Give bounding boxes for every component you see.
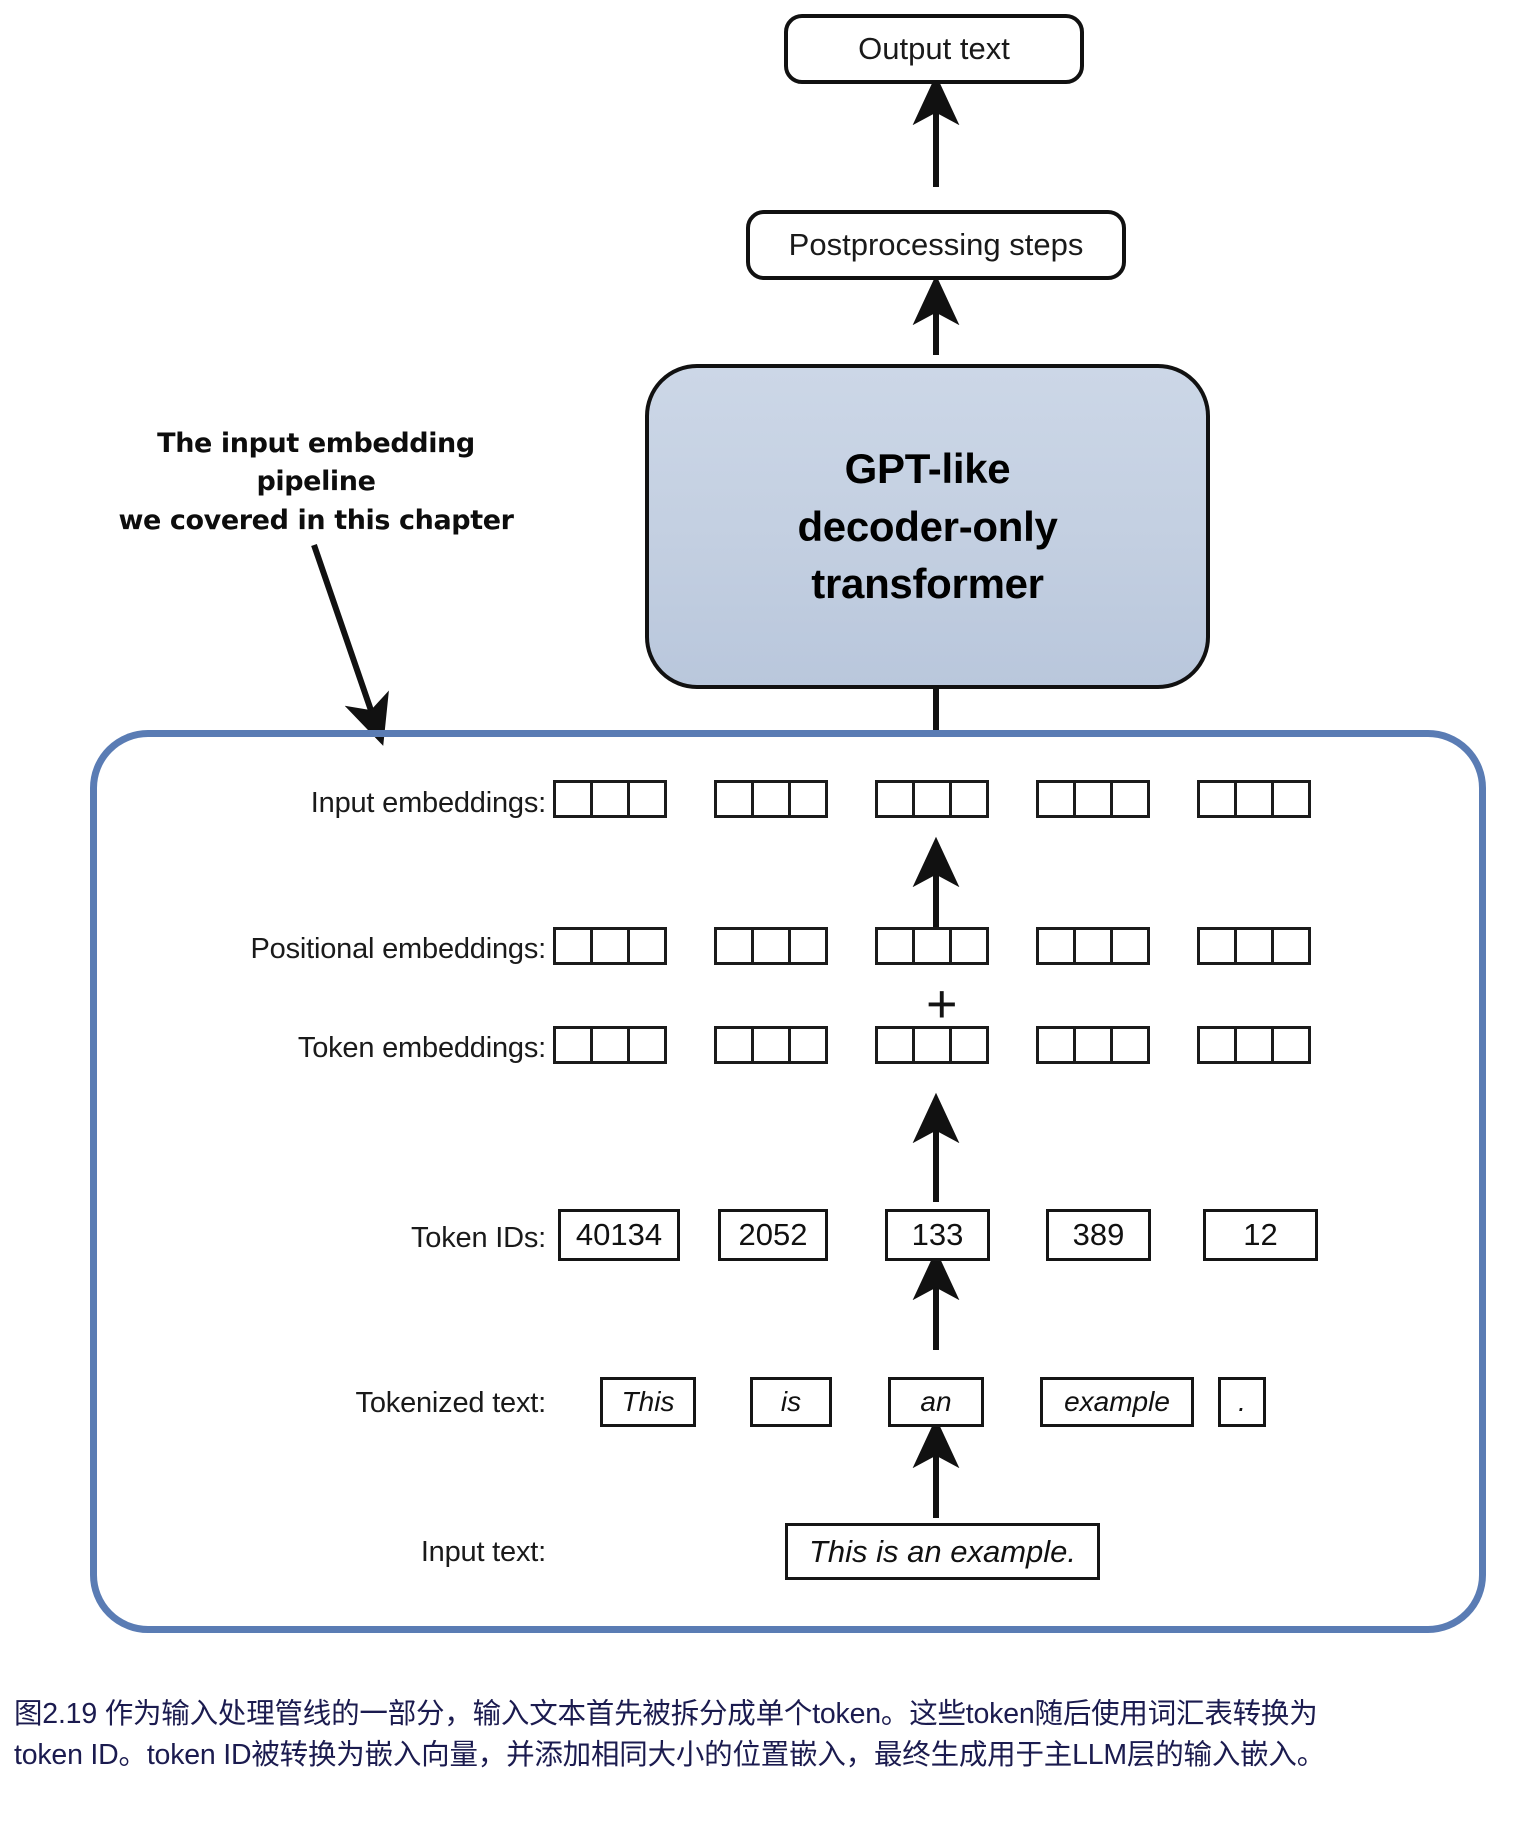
- embedding-cell: [1234, 1026, 1274, 1064]
- token-embeddings-group-5: [1197, 1026, 1311, 1064]
- token-box: is: [750, 1377, 832, 1427]
- positional-embeddings-label: Positional embeddings:: [250, 933, 547, 965]
- embedding-cell: [1110, 1026, 1150, 1064]
- embedding-cell: [788, 927, 828, 965]
- token-box: .: [1218, 1377, 1266, 1427]
- embedding-cell: [949, 1026, 989, 1064]
- embedding-cell: [627, 927, 667, 965]
- embedding-cell: [553, 780, 593, 818]
- embedding-cell: [751, 780, 791, 818]
- token-id-box: 133: [885, 1209, 990, 1261]
- embedding-cell: [875, 927, 915, 965]
- token-id-box: 40134: [558, 1209, 680, 1261]
- embedding-cell: [949, 927, 989, 965]
- embedding-cell: [590, 927, 630, 965]
- embedding-cell: [1036, 927, 1076, 965]
- postprocessing-steps-label: Postprocessing steps: [788, 227, 1084, 262]
- embedding-cell: [751, 927, 791, 965]
- embedding-cell: [590, 780, 630, 818]
- embedding-cell: [1271, 780, 1311, 818]
- token-embeddings-group-3: [875, 1026, 989, 1064]
- embedding-cell: [627, 1026, 667, 1064]
- positional-embeddings-group-3: [875, 927, 989, 965]
- embedding-cell: [1073, 1026, 1113, 1064]
- embedding-cell: [1197, 1026, 1237, 1064]
- postprocessing-steps-box: Postprocessing steps: [746, 210, 1126, 280]
- arrow-annotation-leader: [311, 544, 389, 746]
- tokenized-text-label: Tokenized text:: [355, 1387, 547, 1419]
- token-embeddings-group-2: [714, 1026, 828, 1064]
- token-embeddings-label: Token embeddings:: [297, 1032, 546, 1064]
- embedding-cell: [714, 1026, 754, 1064]
- figure-caption: 图2.19 作为输入处理管线的一部分，输入文本首先被拆分成单个token。这些t…: [14, 1694, 1506, 1777]
- caption-line-1: 图2.19 作为输入处理管线的一部分，输入文本首先被拆分成单个token。这些t…: [14, 1698, 1318, 1730]
- positional-embeddings-group-4: [1036, 927, 1150, 965]
- embedding-cell: [1271, 927, 1311, 965]
- embedding-cell: [553, 927, 593, 965]
- embedding-cell: [1036, 1026, 1076, 1064]
- embedding-cell: [912, 1026, 952, 1064]
- embedding-cell: [1197, 780, 1237, 818]
- embedding-cell: [949, 780, 989, 818]
- input-embedding-pipeline-container: [90, 730, 1486, 1633]
- embedding-cell: [1110, 780, 1150, 818]
- output-text-box: Output text: [784, 14, 1084, 84]
- token-box: This: [600, 1377, 696, 1427]
- embedding-cell: [1197, 927, 1237, 965]
- embedding-cell: [1271, 1026, 1311, 1064]
- input-embeddings-group-3: [875, 780, 989, 818]
- embedding-cell: [553, 1026, 593, 1064]
- embedding-cell: [912, 927, 952, 965]
- input-text-box: This is an example.: [785, 1523, 1100, 1580]
- positional-embeddings-group-5: [1197, 927, 1311, 965]
- positional-embeddings-group-1: [553, 927, 667, 965]
- embedding-cell: [875, 1026, 915, 1064]
- token-embeddings-group-4: [1036, 1026, 1150, 1064]
- embedding-cell: [1110, 927, 1150, 965]
- token-embeddings-group-1: [553, 1026, 667, 1064]
- embedding-cell: [714, 780, 754, 818]
- embedding-cell: [788, 1026, 828, 1064]
- embedding-cell: [875, 780, 915, 818]
- token-id-box: 389: [1046, 1209, 1151, 1261]
- token-id-box: 2052: [718, 1209, 828, 1261]
- embedding-cell: [627, 780, 667, 818]
- caption-line-2: token ID。token ID被转换为嵌入向量，并添加相同大小的位置嵌入，最…: [14, 1739, 1326, 1772]
- token-box: an: [888, 1377, 984, 1427]
- embedding-cell: [1073, 780, 1113, 818]
- token-ids-label: Token IDs:: [411, 1222, 546, 1254]
- input-embeddings-group-4: [1036, 780, 1150, 818]
- embedding-cell: [590, 1026, 630, 1064]
- output-text-label: Output text: [858, 31, 1010, 66]
- input-embeddings-group-5: [1197, 780, 1311, 818]
- embedding-cell: [1234, 780, 1274, 818]
- embedding-cell: [788, 780, 828, 818]
- token-id-box: 12: [1203, 1209, 1318, 1261]
- embedding-cell: [751, 1026, 791, 1064]
- plus-symbol: +: [926, 974, 958, 1034]
- embedding-cell: [912, 780, 952, 818]
- input-embeddings-group-2: [714, 780, 828, 818]
- positional-embeddings-group-2: [714, 927, 828, 965]
- embedding-cell: [1073, 927, 1113, 965]
- embedding-cell: [1234, 927, 1274, 965]
- embedding-cell: [714, 927, 754, 965]
- input-text-label: Input text:: [420, 1536, 546, 1568]
- input-embeddings-group-1: [553, 780, 667, 818]
- embedding-cell: [1036, 780, 1076, 818]
- input-embeddings-label: Input embeddings:: [310, 787, 546, 819]
- token-box: example: [1040, 1377, 1194, 1427]
